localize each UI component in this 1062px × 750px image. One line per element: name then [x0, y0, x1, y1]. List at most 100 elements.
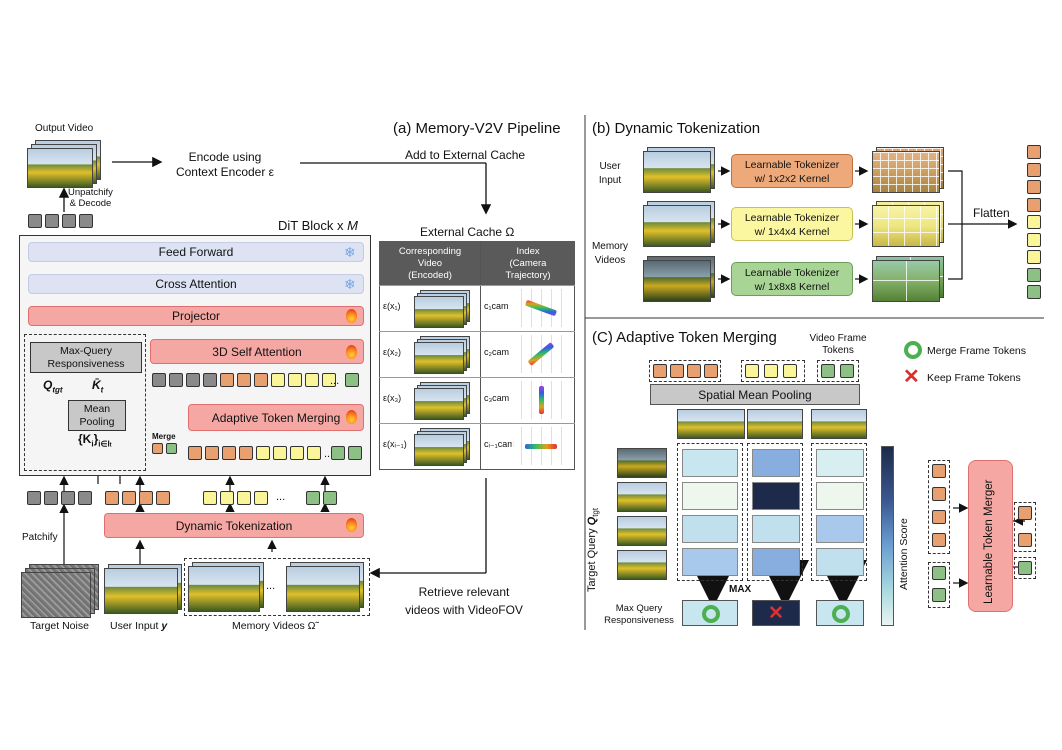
tokenized-frame-mid: [872, 205, 940, 247]
token: [653, 364, 667, 378]
ellipsis: ...: [324, 448, 334, 460]
token: [1027, 215, 1041, 229]
attention-cell: [752, 515, 800, 543]
cache-col1-l1: Corresponding: [398, 246, 462, 257]
mv-l2: Videos: [594, 255, 626, 266]
tq-text: Target Query: [586, 525, 598, 592]
output-token: [45, 214, 59, 228]
tok-memory-frame: [643, 260, 711, 302]
token: [348, 446, 362, 460]
pipeline-title: (a) Memory-V2V Pipeline: [393, 120, 561, 137]
token: [1027, 180, 1041, 194]
frame-token-group: [649, 360, 721, 382]
max-query-label: Max-Query Responsiveness: [47, 345, 125, 370]
ui-l1: User: [599, 161, 621, 172]
frozen-icon: ❄: [344, 276, 356, 292]
vft-l1: Video Frame: [809, 333, 867, 344]
attention-cell: [682, 449, 738, 477]
merged-token: [1018, 561, 1032, 575]
tok3-l1: Learnable Tokenizer: [744, 267, 840, 279]
target-query-label: Target Query Qtgt: [586, 508, 600, 592]
attention-cell: [752, 548, 800, 576]
frame-token-group: [817, 360, 859, 382]
cross-attention-block: Cross Attention: [28, 274, 364, 294]
pooled-frame: [747, 409, 803, 439]
k-bar: K̄: [92, 378, 101, 392]
cache-row-divider: [379, 377, 575, 378]
camera-trajectory: [538, 386, 544, 414]
unpatchify-line2: & Decode: [69, 198, 112, 209]
projector-block: Projector: [28, 306, 364, 326]
ellipsis: ...: [276, 491, 286, 503]
max-query-region: [24, 334, 146, 471]
tokenized-frame-coarse: [872, 260, 940, 302]
token: [254, 373, 268, 387]
token: [203, 491, 217, 505]
attention-column: [811, 443, 867, 581]
mqr-cell-merge: [816, 600, 864, 626]
token: [306, 491, 320, 505]
token: [783, 364, 797, 378]
merger-output-group: [1014, 502, 1036, 552]
cache-col2-header: Index (Camera Trajectory): [482, 246, 574, 282]
ellipsis: ...: [330, 375, 340, 387]
k-bar-symbol: K̄t: [92, 378, 103, 394]
token: [220, 373, 234, 387]
token: [44, 491, 58, 505]
token: [932, 566, 946, 580]
retrieve-line1: Retrieve relevant: [418, 585, 510, 599]
cache-col1-header: Corresponding Video (Encoded): [381, 246, 479, 282]
dynamic-tokenization-block: Dynamic Tokenization: [104, 513, 364, 538]
ki-close: }: [93, 432, 99, 446]
merge-circle-icon: [904, 341, 922, 359]
token: [239, 446, 253, 460]
token: [1027, 232, 1041, 247]
tokenization-title: (b) Dynamic Tokenization: [592, 120, 761, 137]
tok3-l2: w/ 1x8x8 Kernel: [754, 281, 830, 293]
token: [932, 487, 946, 501]
flatten-label: Flatten: [973, 206, 1010, 220]
attention-score-label: Attention Score: [898, 518, 910, 590]
retrieve-label: Retrieve relevant videos with VideoFOV: [400, 583, 528, 619]
attention-cell: [682, 482, 738, 510]
pooled-frame: [677, 409, 745, 439]
cache-video-frame: [414, 434, 464, 466]
tok2-l1: Learnable Tokenizer: [744, 212, 840, 224]
trainable-icon: [346, 345, 357, 359]
token: [331, 446, 345, 460]
cache-row-divider: [379, 423, 575, 424]
user-input-label: User Input y: [110, 620, 167, 632]
output-token: [62, 214, 76, 228]
noise-frame: [21, 572, 91, 618]
merging-title: (C) Adaptive Token Merging: [592, 329, 777, 346]
token: [932, 510, 946, 524]
trainable-icon: [346, 309, 357, 323]
encode-line1: Encode using: [188, 150, 262, 164]
token: [290, 446, 304, 460]
keep-cross-icon: ✕: [903, 366, 920, 388]
cache-header: [379, 241, 575, 285]
tok-input-frame: [643, 151, 711, 193]
cross-attention-label: Cross Attention: [155, 277, 237, 291]
mqr-cell-keep: ✕: [752, 600, 800, 626]
ki-set-symbol: {Ki}i∈It: [78, 432, 112, 448]
token: [821, 364, 835, 378]
cache-title: External Cache Ω: [420, 225, 515, 239]
dit-text: DiT Block x: [278, 218, 348, 233]
attention-cell: [816, 482, 864, 510]
query-frame: [617, 448, 667, 478]
retrieve-line2: videos with VideoFOV: [405, 603, 523, 617]
ki-open: {K: [78, 432, 92, 446]
token: [670, 364, 684, 378]
token: [687, 364, 701, 378]
frozen-icon: ❄: [344, 244, 356, 260]
q-symbol: Q: [43, 378, 53, 392]
keep-cross-icon: ✕: [768, 603, 784, 624]
attention-column: [677, 443, 743, 581]
projector-label: Projector: [171, 309, 221, 323]
token: [932, 533, 946, 547]
memory-videos-label: Memory Videos Ω̃: [232, 620, 316, 632]
token: [271, 373, 285, 387]
token: [288, 373, 302, 387]
